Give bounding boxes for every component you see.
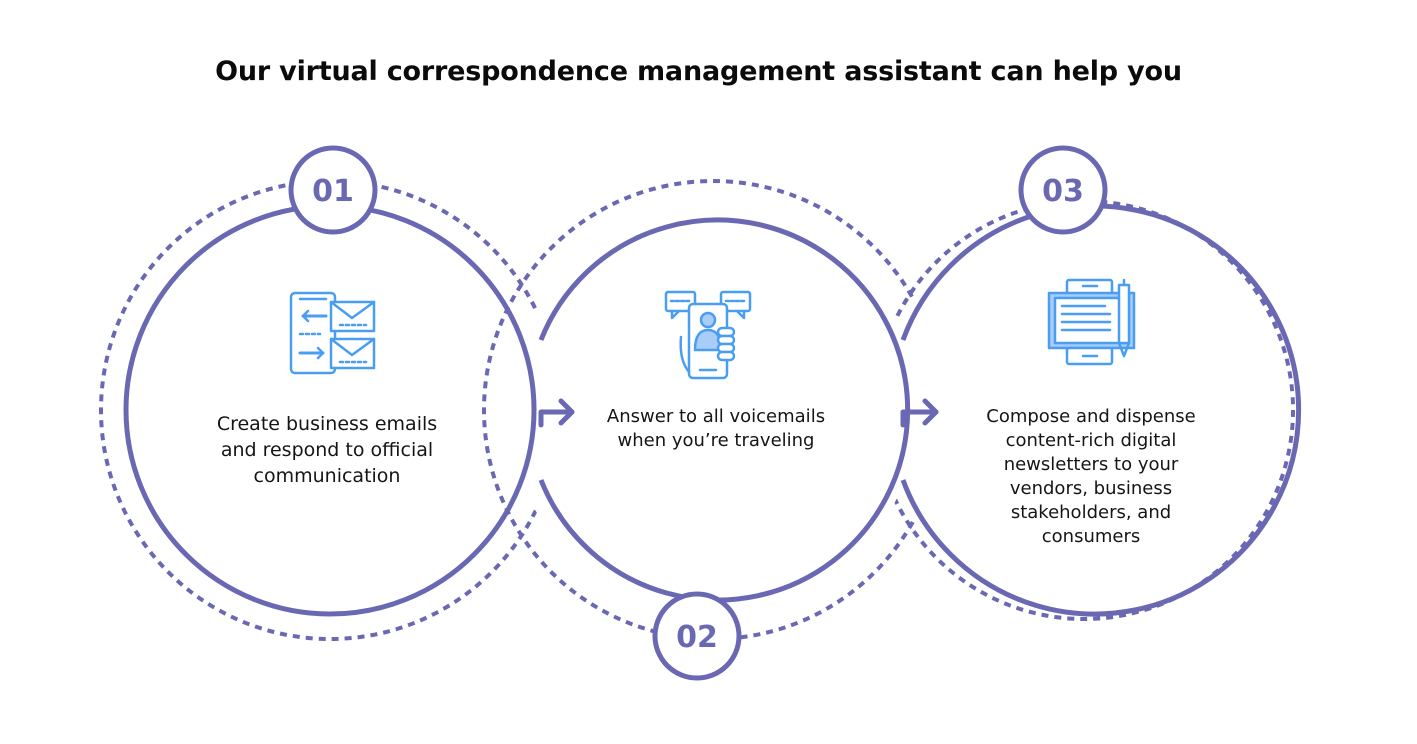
email-exchange-icon	[289, 291, 376, 375]
step-badge-02: 02	[652, 591, 742, 681]
newsletter-document-icon	[1047, 278, 1136, 366]
arrow-right-icon	[538, 398, 575, 428]
step-number-01: 01	[312, 174, 354, 209]
arrow-right-icon	[900, 398, 939, 428]
dotted-ring-1	[99, 179, 561, 641]
step-badge-01: 01	[288, 145, 378, 235]
ring-1	[123, 203, 537, 617]
voicemail-phone-icon	[664, 290, 752, 380]
step-description-01: Create business emails and respond to of…	[216, 413, 438, 487]
page-title: Our virtual correspondence management as…	[215, 56, 1182, 87]
step-badge-03: 03	[1018, 145, 1108, 235]
step-number-02: 02	[676, 620, 718, 655]
step-description-03: Compose and dispense content-rich digita…	[986, 406, 1196, 547]
step-number-03: 03	[1042, 174, 1084, 209]
step-description-02: Answer to all voicemails when you’re tra…	[606, 406, 826, 451]
